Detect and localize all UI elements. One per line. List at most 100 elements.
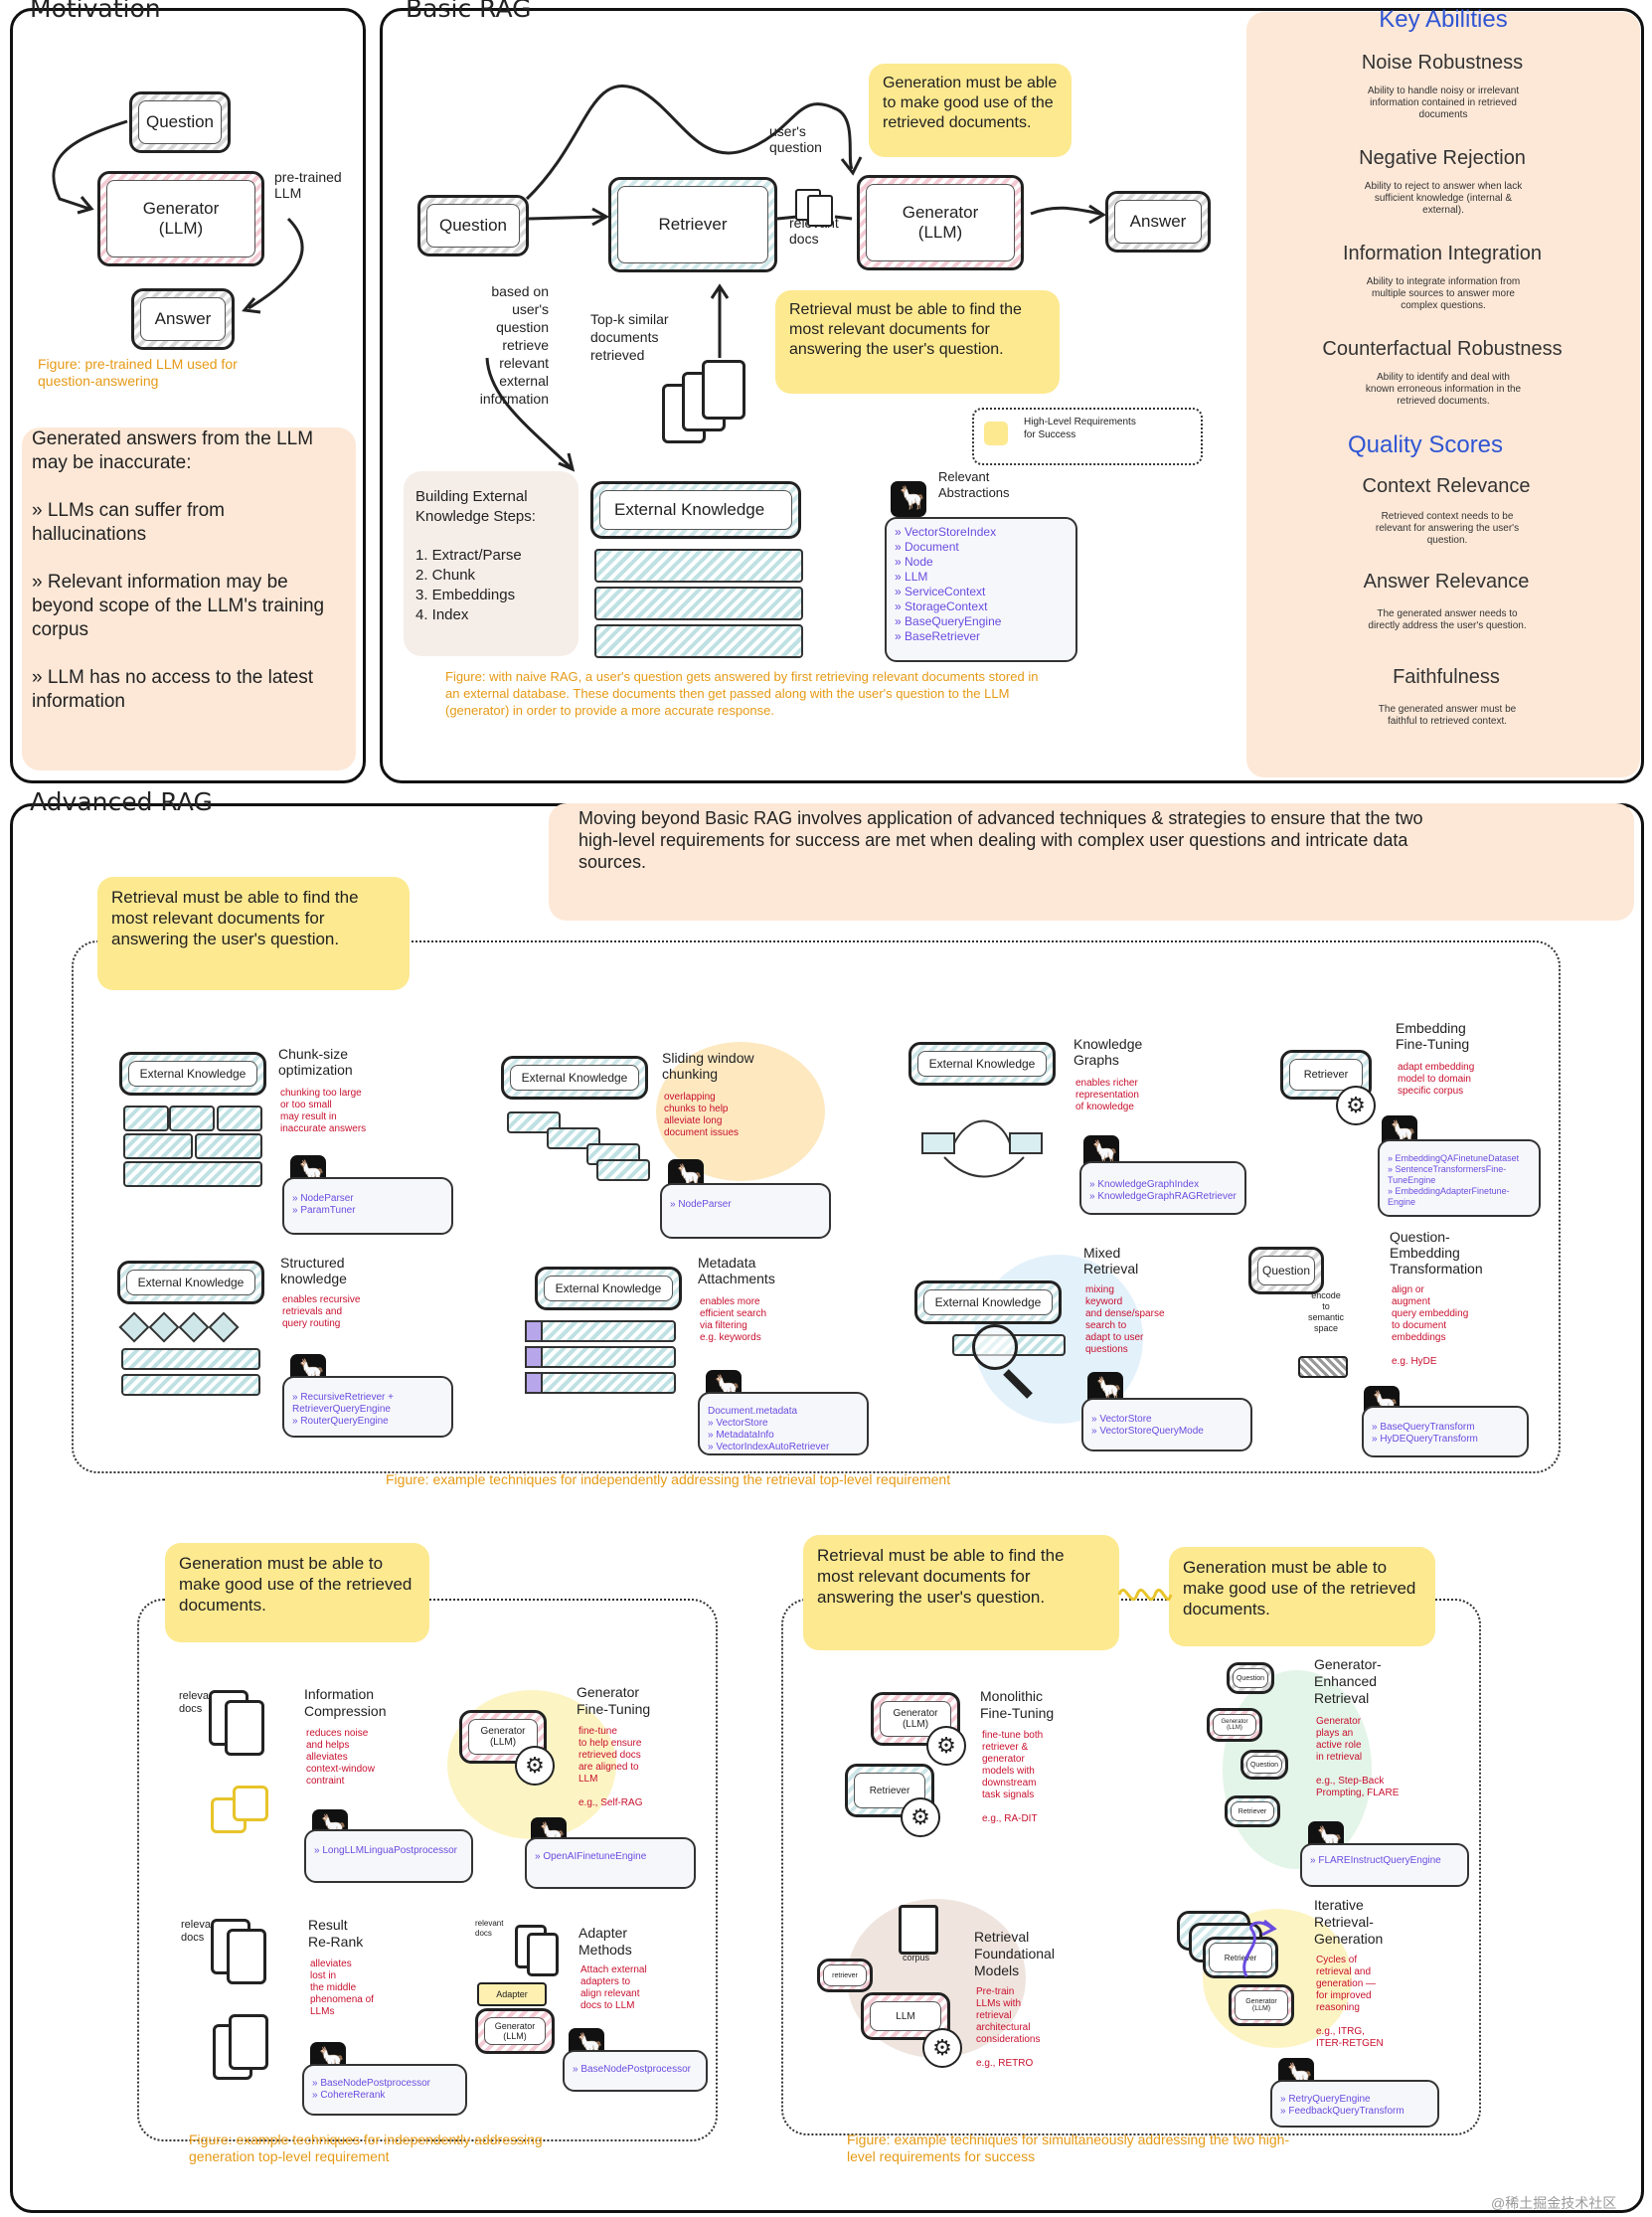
motivation-answer-label: Answer	[140, 297, 226, 341]
b1-title: Monolithic Fine-Tuning	[980, 1688, 1055, 1721]
g3-relevant-docs-label: relevant docs	[181, 1919, 221, 1944]
b3-llm-box: LLM	[861, 1992, 950, 2040]
t2-ek-box: External Knowledge	[501, 1056, 648, 1100]
brain-icon: ⚙	[901, 1797, 940, 1837]
t6-tag	[525, 1320, 543, 1342]
g4-title: Adapter Methods	[578, 1925, 632, 1958]
motivation-generator-box: Generator (LLM)	[97, 171, 264, 266]
g1-title: Information Compression	[304, 1686, 387, 1719]
t7-title: Mixed Retrieval	[1083, 1245, 1139, 1277]
b4-generator-box: Generator (LLM)	[1229, 1984, 1294, 2026]
t6-abs-box: Document.metadata » VectorStore » Metada…	[698, 1392, 869, 1455]
b2-title: Generator- Enhanced Retrieval	[1314, 1656, 1382, 1706]
b4-loop-arrow	[1242, 1919, 1277, 1977]
t7-ek-box: External Knowledge	[914, 1280, 1062, 1324]
motivation-question-box: Question	[129, 91, 231, 153]
basic-legend-label: High-Level Requirements for Success	[1024, 417, 1136, 440]
t1-block	[217, 1106, 262, 1131]
t2-abs-box: » NodeParser	[660, 1183, 831, 1239]
magnifier-icon	[972, 1324, 1018, 1370]
ka-item-desc: Ability to integrate information from mu…	[1366, 276, 1521, 311]
t8-desc: align or augment query embedding to docu…	[1392, 1284, 1469, 1367]
basic-answer-label: Answer	[1114, 200, 1202, 244]
t4-abs-box: » EmbeddingQAFinetuneDataset » SentenceT…	[1378, 1139, 1541, 1217]
abs-item: » BaseRetriever	[895, 629, 981, 643]
b3-title: Retrieval Foundational Models	[974, 1929, 1055, 1978]
t6-block	[537, 1372, 676, 1394]
brain-icon: ⚙	[922, 2028, 962, 2068]
t8-title: Question- Embedding Transformation	[1390, 1229, 1483, 1277]
basic-db-block-2	[594, 587, 803, 620]
basic-rag-title: Basic RAG	[406, 0, 532, 23]
b2-question-label-2: Question	[1246, 1756, 1282, 1774]
motivation-bullet-1-text: LLMs can suffer from hallucinations	[32, 500, 225, 545]
g1-compressed	[233, 1786, 268, 1821]
t7-desc: mixing keyword and dense/sparse search t…	[1085, 1284, 1165, 1355]
abs-item: » VectorStoreIndex	[895, 525, 997, 539]
qs-item-desc: The generated answer must be faithful to…	[1378, 704, 1517, 727]
g1-relevant-docs-label: relevant docs	[179, 1690, 219, 1715]
g4-generator-box: Generator (LLM)	[475, 2008, 555, 2054]
t8-question-label: Question	[1257, 1256, 1315, 1285]
b3-retriever-label: retriever	[823, 1964, 867, 1986]
t5-block	[121, 1348, 260, 1370]
motivation-bullet-2: » Relevant information may be beyond sco…	[32, 572, 325, 640]
t6-block	[537, 1346, 676, 1368]
t2-block	[596, 1159, 650, 1181]
t1-abs-box: » NodeParser » ParamTuner	[282, 1177, 453, 1235]
t7-ek-label: External Knowledge	[923, 1289, 1053, 1315]
basic-legend-swatch	[984, 422, 1008, 445]
motivation-peach-card	[22, 427, 356, 770]
basic-building-card	[404, 471, 578, 656]
b2-question-box: Question	[1227, 1662, 1274, 1694]
t1-desc: chunking too large or too small may resu…	[280, 1088, 367, 1134]
key-abilities-title: Key Abilities	[1379, 6, 1508, 33]
basic-step-2: 2. Chunk	[415, 567, 476, 584]
ka-item-desc: Ability to handle noisy or irrelevant in…	[1367, 85, 1520, 120]
both-retrieval-note: Retrieval must be able to find the most …	[803, 1535, 1119, 1650]
b2-desc: Generator plays an active role in retrie…	[1316, 1716, 1400, 1798]
motivation-bullet-2-text: Relevant information may be beyond scope…	[32, 572, 325, 640]
basic-generator-label: Generator (LLM)	[866, 184, 1015, 261]
generation-caption: Figure: example techniques for independe…	[189, 2132, 543, 2164]
t5-ek-label: External Knowledge	[126, 1270, 255, 1295]
t8-encode-label: encode to semantic space	[1308, 1290, 1345, 1333]
t3-ek-box: External Knowledge	[909, 1042, 1056, 1086]
basic-retriever-label: Retriever	[617, 186, 768, 263]
b3-desc: Pre-train LLMs with retrieval architectu…	[976, 1986, 1041, 2069]
t5-title: Structured knowledge	[280, 1255, 347, 1286]
both-squiggle	[1117, 1588, 1173, 1602]
g3-title: Result Re-Rank	[308, 1917, 364, 1950]
motivation-caption: Figure: pre-trained LLM used for questio…	[38, 356, 238, 389]
t1-title: Chunk-size optimization	[278, 1046, 353, 1078]
b2-question-label: Question	[1233, 1668, 1268, 1688]
t6-title: Metadata Attachments	[698, 1255, 775, 1286]
basic-db-block-1	[594, 549, 803, 583]
advanced-rag-title: Advanced RAG	[30, 787, 213, 816]
basic-retriever-box: Retriever	[608, 177, 777, 272]
basic-generation-note: Generation must be able to make good use…	[869, 64, 1072, 157]
b2-abs-box: » FLAREInstructQueryEngine	[1300, 1843, 1469, 1887]
brain-icon: ⚙	[515, 1746, 555, 1786]
g4-abs-box: » BaseNodePostprocessor	[563, 2050, 708, 2092]
basic-topk-label: Top-k similar documents retrieved	[590, 311, 669, 363]
t3-title: Knowledge Graphs	[1074, 1036, 1143, 1068]
basic-doc-icon-small-2	[807, 195, 833, 227]
basic-step-4: 4. Index	[415, 606, 469, 623]
t6-ek-label: External Knowledge	[544, 1276, 673, 1301]
basic-external-knowledge-box: External Knowledge	[590, 481, 801, 539]
t1-ek-label: External Knowledge	[128, 1061, 257, 1087]
basic-llama-icon: 🦙	[891, 481, 926, 517]
motivation-answer-box: Answer	[131, 288, 235, 350]
retrieval-techniques-group	[72, 940, 1561, 1473]
qs-item-desc: The generated answer needs to directly a…	[1368, 608, 1527, 631]
generation-note: Generation must be able to make good use…	[165, 1543, 429, 1642]
basic-flow-arrows	[485, 85, 1106, 472]
brain-icon: ⚙	[1336, 1086, 1376, 1125]
qs-item-title: Context Relevance	[1362, 475, 1531, 497]
t1-block	[123, 1161, 262, 1187]
t8-question-box: Question	[1248, 1247, 1324, 1294]
t4-retriever-label: Retriever	[1289, 1059, 1363, 1091]
t5-block	[121, 1374, 260, 1396]
ka-item-title: Noise Robustness	[1361, 52, 1524, 74]
